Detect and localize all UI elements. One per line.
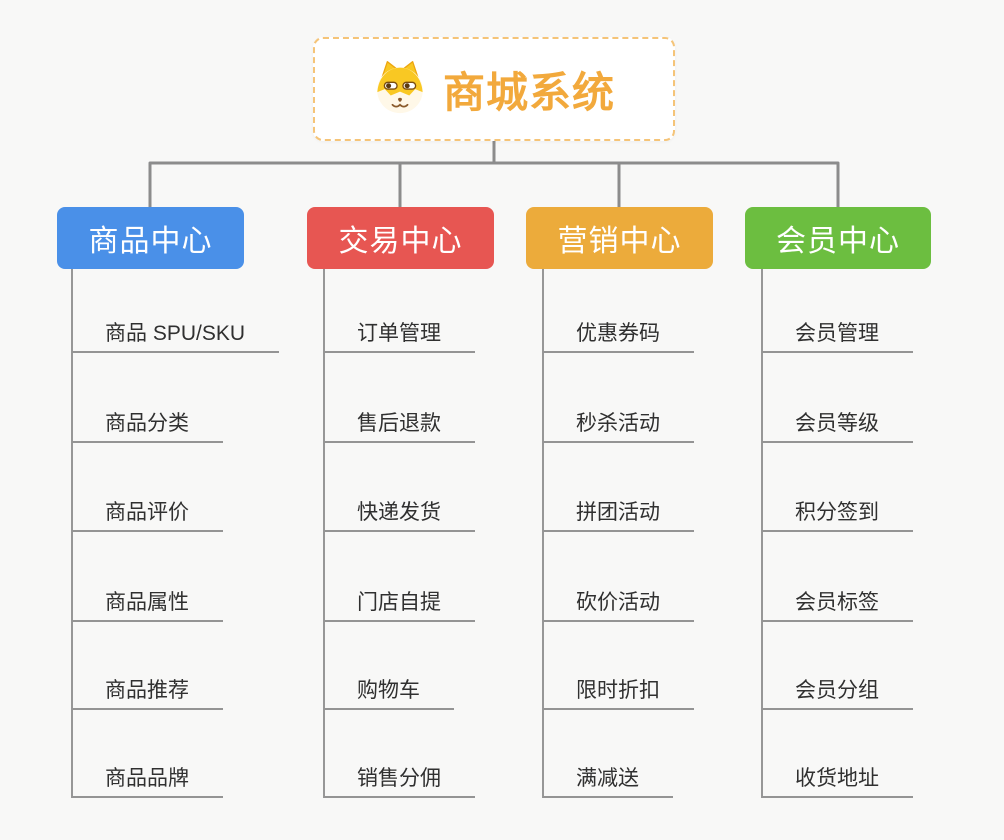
- leaf-topic[interactable]: 秒杀活动: [543, 407, 694, 443]
- leaf-topic[interactable]: 满减送: [543, 762, 673, 798]
- leaf-topic[interactable]: 商品属性: [72, 586, 223, 622]
- branch-rail-connector: [148, 161, 840, 207]
- leaf-topic[interactable]: 积分签到: [762, 496, 913, 532]
- leaf-topic[interactable]: 拼团活动: [543, 496, 694, 532]
- leaf-topic[interactable]: 商品分类: [72, 407, 223, 443]
- leaf-topic[interactable]: 会员标签: [762, 586, 913, 622]
- branch-marketing-center[interactable]: 营销中心: [526, 207, 713, 269]
- leaf-topic[interactable]: 商品推荐: [72, 674, 223, 710]
- leaf-topic[interactable]: 商品品牌: [72, 762, 223, 798]
- branch-label: 交易中心: [338, 225, 463, 258]
- branch-product-center[interactable]: 商品中心: [57, 207, 244, 269]
- leaf-topic[interactable]: 收货地址: [762, 762, 913, 798]
- leaf-topic[interactable]: 订单管理: [324, 317, 475, 353]
- leaf-topic[interactable]: 快递发货: [324, 496, 475, 532]
- leaf-topic[interactable]: 购物车: [324, 674, 454, 710]
- branch-label: 会员中心: [776, 225, 900, 258]
- leaf-topic[interactable]: 砍价活动: [543, 586, 694, 622]
- branch-label: 商品中心: [88, 225, 213, 258]
- root-topic[interactable]: 商城系统: [313, 37, 675, 141]
- leaf-topic[interactable]: 优惠券码: [543, 317, 694, 353]
- leaf-topic[interactable]: 商品评价: [72, 496, 223, 532]
- branch-label: 营销中心: [557, 225, 682, 258]
- leaf-topic[interactable]: 会员管理: [762, 317, 913, 353]
- branch-trade-center[interactable]: 交易中心: [307, 207, 494, 269]
- leaf-topic[interactable]: 限时折扣: [543, 674, 694, 710]
- leaf-topic[interactable]: 会员等级: [762, 407, 913, 443]
- leaf-topic[interactable]: 商品 SPU/SKU: [72, 317, 280, 353]
- branch-member-center[interactable]: 会员中心: [745, 207, 931, 269]
- leaf-topic[interactable]: 会员分组: [762, 674, 913, 710]
- leaf-topic[interactable]: 售后退款: [324, 407, 475, 443]
- leaf-topic[interactable]: 门店自提: [324, 586, 475, 622]
- leaf-topic[interactable]: 销售分佣: [324, 762, 475, 798]
- root-topic-label: 商城系统: [442, 68, 615, 116]
- doge-icon: [373, 58, 427, 121]
